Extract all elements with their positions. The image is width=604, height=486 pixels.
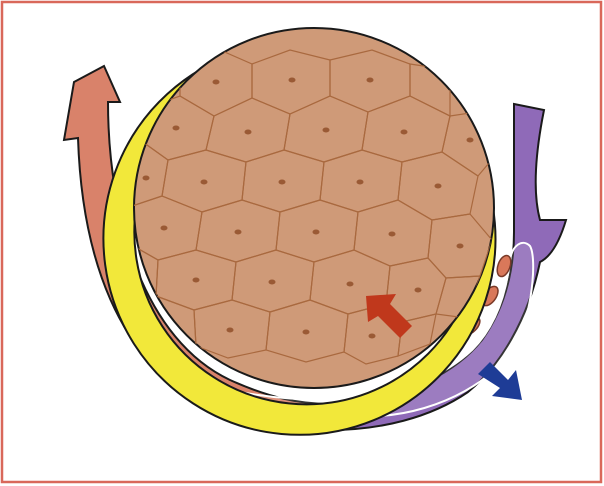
outflow-arrow: [478, 362, 522, 400]
